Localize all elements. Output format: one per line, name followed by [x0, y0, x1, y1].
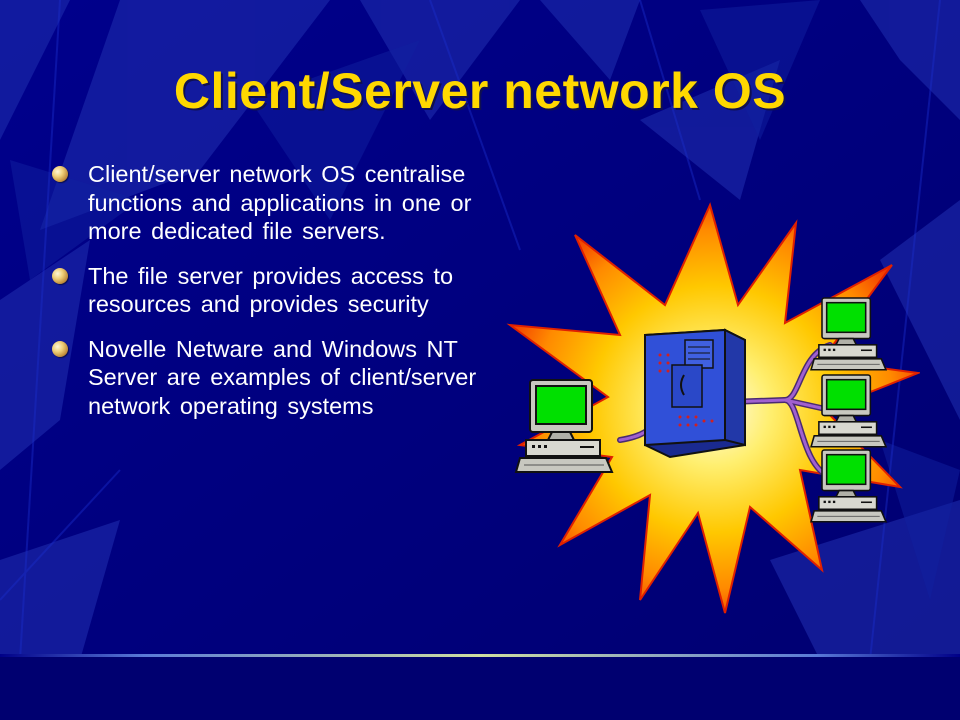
bullet-text: Client/server network OS centralise func… [88, 161, 472, 244]
bullet-item: Novelle Netware and Windows NT Server ar… [48, 335, 488, 421]
client-computer-icon [810, 297, 887, 371]
footer-divider [0, 654, 960, 657]
bullet-list: Client/server network OS centralise func… [48, 160, 488, 436]
bullet-item: Client/server network OS centralise func… [48, 160, 488, 246]
bullet-dot-icon [52, 267, 68, 284]
server-tower-icon [644, 328, 746, 459]
bullet-text: The file server provides access to resou… [88, 262, 454, 318]
slide-title: Client/Server network OS [173, 63, 787, 119]
network-illustration [506, 202, 920, 614]
bullet-dot-icon [52, 340, 68, 357]
bullet-dot-icon [52, 166, 68, 182]
bullet-item: The file server provides access to resou… [48, 262, 488, 319]
bullet-text: Novelle Netware and Windows NT Server ar… [88, 335, 477, 419]
